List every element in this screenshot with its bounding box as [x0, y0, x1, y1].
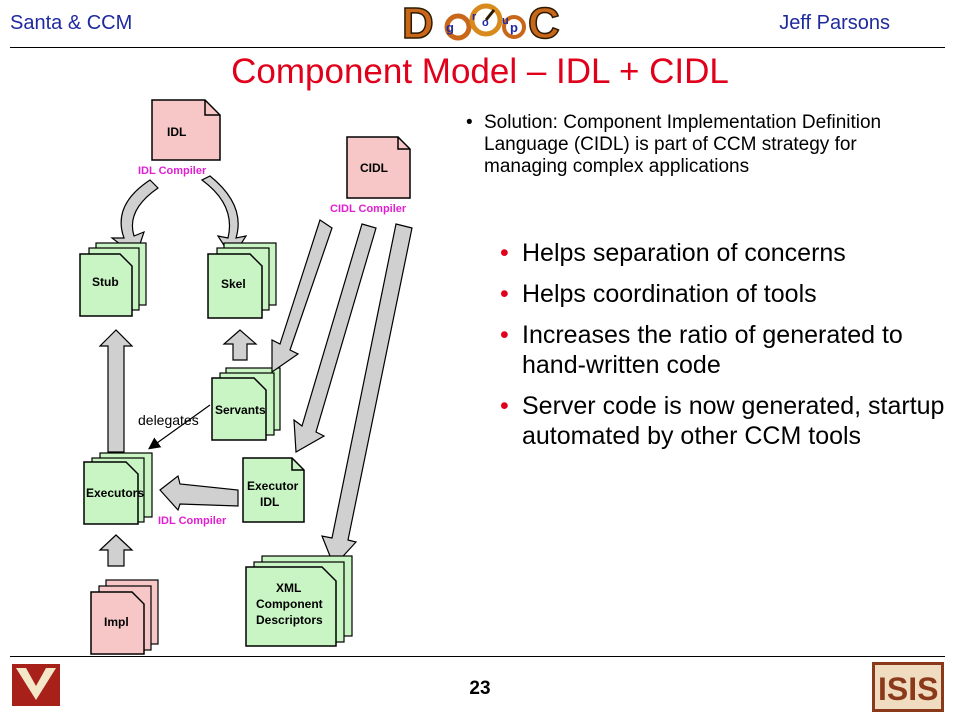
slide-title: Component Model – IDL + CIDL — [231, 52, 729, 91]
idl-document: IDL — [151, 99, 221, 161]
skel-label: Skel — [221, 277, 246, 291]
logo-letter-o: o — [482, 17, 489, 29]
delegates-label: delegates — [138, 412, 199, 428]
executor-idl-to-executors-arrow — [159, 474, 239, 512]
executors-document-stack: Executors — [83, 452, 153, 525]
bullet-item: •Server code is now generated, startup a… — [500, 392, 945, 450]
impl-to-executors-arrow — [98, 534, 134, 567]
header-left-text: Santa & CCM — [10, 12, 133, 34]
executor-idl-document: Executor IDL — [242, 457, 305, 523]
idl-compiler-label: IDL Compiler — [138, 165, 207, 177]
stub-document-stack: Stub — [79, 242, 147, 317]
servants-document-stack: Servants — [211, 367, 281, 441]
logo-letter-c: C — [528, 0, 560, 46]
isis-logo: ISIS — [872, 662, 944, 712]
cidl-to-xml-arrow — [321, 223, 413, 568]
delegates-arrow — [148, 404, 211, 450]
bullet-item: •Helps coordination of tools — [500, 280, 817, 308]
executors-label: Executors — [86, 486, 144, 500]
solution-bullet: • Solution: Component Implementation Def… — [466, 112, 936, 178]
logo-letter-p: p — [510, 20, 518, 35]
stub-label: Stub — [92, 275, 119, 289]
skel-document-stack: Skel — [207, 242, 277, 319]
ccm-diagram: IDL IDL Compiler CIDL CIDL Compiler Stub… — [79, 99, 413, 655]
logo-letter-r: r — [472, 11, 477, 23]
xml-label-line2: Component — [256, 597, 323, 611]
servants-label: Servants — [215, 403, 266, 417]
cidl-label: CIDL — [360, 161, 388, 175]
bullet-item: •Increases the ratio of generated to han… — [500, 321, 903, 379]
svg-text:ISIS: ISIS — [878, 671, 938, 707]
logo-letter-u: u — [502, 15, 509, 27]
cidl-document: CIDL — [346, 136, 411, 199]
header-right-text: Jeff Parsons — [779, 12, 890, 34]
cidl-to-executor-idl-arrow — [293, 223, 377, 453]
xml-descriptors-document-stack: XML Component Descriptors — [245, 555, 353, 647]
idl-compiler-2-label: IDL Compiler — [158, 515, 227, 527]
idl-label: IDL — [167, 125, 186, 139]
xml-label-line1: XML — [276, 581, 301, 595]
servants-to-skel-arrow — [222, 329, 258, 361]
executors-to-stub-arrow — [98, 329, 134, 453]
executor-idl-label-line1: Executor — [247, 479, 299, 493]
logo-letter-d: D — [402, 0, 434, 46]
bullet-item: •Helps separation of concerns — [500, 239, 846, 267]
solution-text: Solution: Component Implementation Defin… — [484, 112, 882, 177]
executor-idl-label-line2: IDL — [260, 495, 279, 509]
xml-label-line3: Descriptors — [256, 613, 323, 627]
cidl-to-servants-arrow — [271, 219, 333, 374]
cidl-compiler-label: CIDL Compiler — [330, 203, 407, 215]
bullet-dot: • — [466, 112, 473, 133]
impl-document-stack: Impl — [90, 579, 159, 655]
doc-group-logo: D g r o u p C — [398, 0, 568, 46]
vanderbilt-logo — [12, 664, 60, 706]
footer-divider — [10, 656, 945, 657]
header-divider — [10, 47, 945, 48]
page-number: 23 — [469, 678, 491, 699]
feature-bullet-list: •Helps separation of concerns •Helps coo… — [500, 238, 950, 462]
logo-letter-g: g — [446, 20, 454, 35]
impl-label: Impl — [104, 615, 129, 629]
